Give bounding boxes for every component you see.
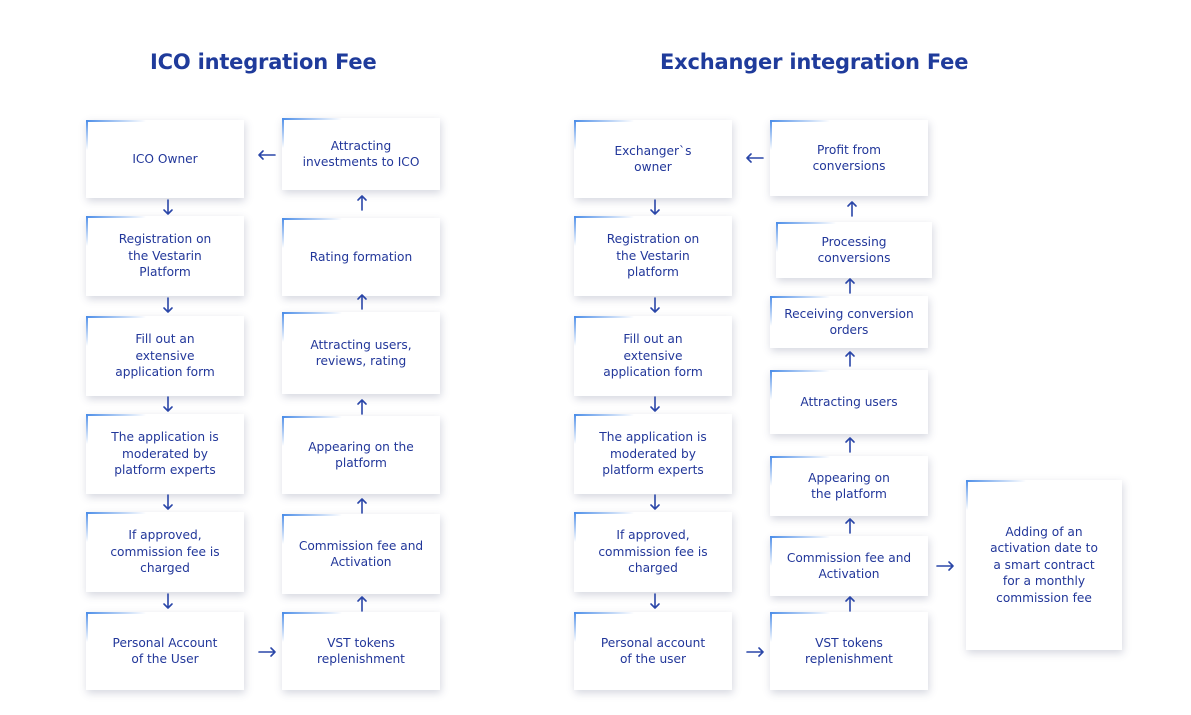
box-label: Attracting users bbox=[800, 394, 898, 409]
arrow-up-icon bbox=[845, 278, 855, 294]
ico-approval-box: If approved, commission fee is charged bbox=[86, 512, 244, 592]
exchanger-commission-activation-box: Commission fee and Activation bbox=[770, 536, 928, 596]
arrow-down-icon bbox=[163, 396, 173, 412]
exchanger-moderation-box: The application is moderated by platform… bbox=[574, 414, 732, 494]
processing-conversions-box: Processing conversions bbox=[776, 222, 932, 278]
ico-personal-account-box: Personal Account of the User bbox=[86, 612, 244, 690]
arrow-left-icon bbox=[258, 150, 276, 160]
box-label: Registration on the Vestarin platform bbox=[606, 232, 700, 280]
ico-vst-replenishment-box: VST tokens replenishment bbox=[282, 612, 440, 690]
box-label: Attracting users, reviews, rating bbox=[310, 337, 412, 369]
arrow-up-icon bbox=[357, 195, 367, 211]
box-label: Appearing on the platform bbox=[808, 470, 890, 502]
box-label: Registration on the Vestarin Platform bbox=[118, 232, 212, 280]
box-label: Fill out an extensive application form bbox=[115, 332, 215, 380]
ico-rating-formation-box: Rating formation bbox=[282, 218, 440, 296]
exchanger-vst-replenishment-box: VST tokens replenishment bbox=[770, 612, 928, 690]
exchanger-attracting-users-box: Attracting users bbox=[770, 370, 928, 434]
box-label: If approved, commission fee is charged bbox=[110, 528, 220, 576]
exchanger-registration-box: Registration on the Vestarin platform bbox=[574, 216, 732, 296]
exchanger-approval-box: If approved, commission fee is charged bbox=[574, 512, 732, 592]
box-label: Adding of an activation date to a smart … bbox=[990, 524, 1098, 605]
arrow-down-icon bbox=[650, 494, 660, 510]
box-label: Personal Account of the User bbox=[112, 635, 218, 667]
exchanger-owner-box: Exchanger`s owner bbox=[574, 120, 732, 198]
arrow-up-icon bbox=[847, 201, 857, 217]
ico-registration-box: Registration on the Vestarin Platform bbox=[86, 216, 244, 296]
box-label: The application is moderated by platform… bbox=[111, 430, 219, 478]
arrow-down-icon bbox=[650, 396, 660, 412]
exchanger-appearing-box: Appearing on the platform bbox=[770, 456, 928, 516]
arrow-up-icon bbox=[845, 518, 855, 534]
arrow-up-icon bbox=[845, 351, 855, 367]
box-label: VST tokens replenishment bbox=[317, 635, 405, 667]
arrow-down-icon bbox=[163, 297, 173, 313]
receiving-conversion-orders-box: Receiving conversion orders bbox=[770, 296, 928, 348]
ico-appearing-box: Appearing on the platform bbox=[282, 416, 440, 494]
arrow-up-icon bbox=[357, 399, 367, 415]
arrow-right-icon bbox=[746, 647, 764, 657]
exchanger-fee-title: Exchanger integration Fee bbox=[660, 50, 969, 74]
box-label: VST tokens replenishment bbox=[805, 635, 893, 667]
box-label: Fill out an extensive application form bbox=[603, 332, 703, 380]
arrow-up-icon bbox=[845, 437, 855, 453]
box-label: Profit from conversions bbox=[812, 142, 886, 174]
arrow-down-icon bbox=[650, 297, 660, 313]
arrow-right-icon bbox=[936, 561, 954, 571]
box-label: If approved, commission fee is charged bbox=[598, 528, 708, 576]
profit-from-conversions-box: Profit from conversions bbox=[770, 120, 928, 196]
box-label: Rating formation bbox=[309, 249, 413, 264]
box-label: Commission fee and Activation bbox=[786, 550, 912, 582]
exchanger-application-form-box: Fill out an extensive application form bbox=[574, 316, 732, 396]
ico-owner-box: ICO Owner bbox=[86, 120, 244, 198]
ico-fee-title: ICO integration Fee bbox=[150, 50, 377, 74]
arrow-up-icon bbox=[845, 596, 855, 612]
arrow-up-icon bbox=[357, 596, 367, 612]
activation-date-box: Adding of an activation date to a smart … bbox=[966, 480, 1122, 650]
arrow-down-icon bbox=[650, 199, 660, 215]
box-label: ICO Owner bbox=[132, 151, 198, 166]
ico-application-form-box: Fill out an extensive application form bbox=[86, 316, 244, 396]
arrow-up-icon bbox=[357, 294, 367, 310]
ico-commission-activation-box: Commission fee and Activation bbox=[282, 514, 440, 594]
box-label: Personal account of the user bbox=[600, 635, 706, 667]
ico-attracting-users-box: Attracting users, reviews, rating bbox=[282, 312, 440, 394]
ico-moderation-box: The application is moderated by platform… bbox=[86, 414, 244, 494]
arrow-down-icon bbox=[163, 494, 173, 510]
box-label: Attracting investments to ICO bbox=[302, 138, 420, 170]
arrow-right-icon bbox=[258, 647, 276, 657]
box-label: Processing conversions bbox=[817, 234, 891, 266]
exchanger-personal-account-box: Personal account of the user bbox=[574, 612, 732, 690]
arrow-down-icon bbox=[163, 199, 173, 215]
arrow-down-icon bbox=[163, 593, 173, 609]
box-label: Exchanger`s owner bbox=[614, 143, 692, 175]
ico-attracting-investments-box: Attracting investments to ICO bbox=[282, 118, 440, 190]
arrow-up-icon bbox=[357, 498, 367, 514]
box-label: Commission fee and Activation bbox=[298, 538, 424, 570]
arrow-left-icon bbox=[746, 153, 764, 163]
box-label: Receiving conversion orders bbox=[784, 306, 914, 338]
box-label: The application is moderated by platform… bbox=[599, 430, 707, 478]
box-label: Appearing on the platform bbox=[308, 439, 414, 471]
arrow-down-icon bbox=[650, 593, 660, 609]
